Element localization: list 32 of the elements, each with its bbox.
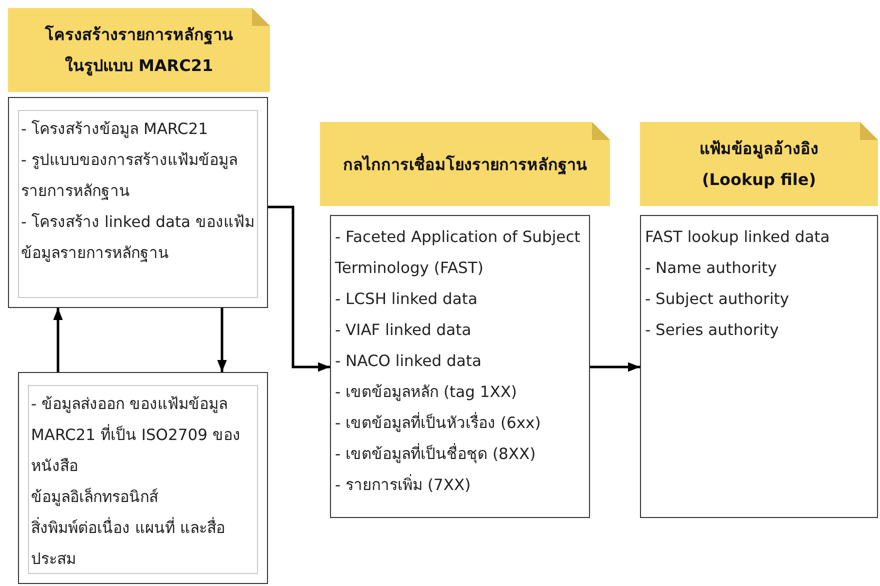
list-item: - เขตข้อมูลที่เป็นชื่อชุด (8XX) xyxy=(335,442,537,466)
list-item: - โครงสร้าง linked data ของแฟ้มข้อมูลรายการหลักฐาน xyxy=(21,212,255,264)
heading-note xyxy=(640,122,878,206)
list-item: - Subject authority xyxy=(645,289,790,310)
content-box xyxy=(18,372,268,584)
arrow xyxy=(590,362,640,372)
heading-text: โครงสร้างรายการหลักฐานในรูปแบบ MARC21 xyxy=(44,24,234,78)
list-item: - VIAF linked data xyxy=(335,320,472,341)
arrow xyxy=(268,206,330,372)
list-item: - LCSH linked data xyxy=(335,289,478,310)
content-box xyxy=(330,215,590,518)
heading-text: แฟ้มข้อมูลอ้างอิง (Lookup file) xyxy=(698,138,820,191)
list-item: - เขตข้อมูลหลัก (tag 1XX) xyxy=(335,382,518,403)
list-item: - รูปแบบของการสร้างแฟ้มข้อมูลรายการหลักฐาน xyxy=(21,150,239,202)
list-item: - เขตข้อมูลที่เป็นหัวเรื่อง (6xx) xyxy=(335,411,542,434)
list-item: - NACO linked data xyxy=(335,351,482,372)
content-box xyxy=(8,97,268,308)
list-item: - โครงสร้างข้อมูล MARC21 xyxy=(21,119,209,140)
list-item: - Faceted Application of Subject Terminology (FAST) xyxy=(335,227,582,279)
list-item: - ข้อมูลส่งออก ของแฟ้มข้อมูล MARC21 ที่เป็น ISO2709 ของ หนังสือ xyxy=(31,394,242,477)
list-item: - Series authority xyxy=(645,320,780,341)
list-item: ข้อมูลอิเล็กทรอนิกส์ xyxy=(31,486,160,508)
heading-note xyxy=(8,8,270,92)
heading-note xyxy=(320,122,610,206)
arrow xyxy=(53,308,63,372)
list-item: FAST lookup linked data xyxy=(645,227,831,248)
list-item: - Name authority xyxy=(645,258,778,279)
list-item: - รายการเพิ่ม (7XX) xyxy=(335,473,472,496)
list-item: สิ่งพิมพ์ต่อเนื่อง แผนที่ และสื่อประสม xyxy=(31,516,226,570)
content-box xyxy=(640,215,878,518)
arrow xyxy=(217,308,227,372)
heading-text: กลไกการเชื่อมโยงรายการหลักฐาน xyxy=(342,152,588,177)
